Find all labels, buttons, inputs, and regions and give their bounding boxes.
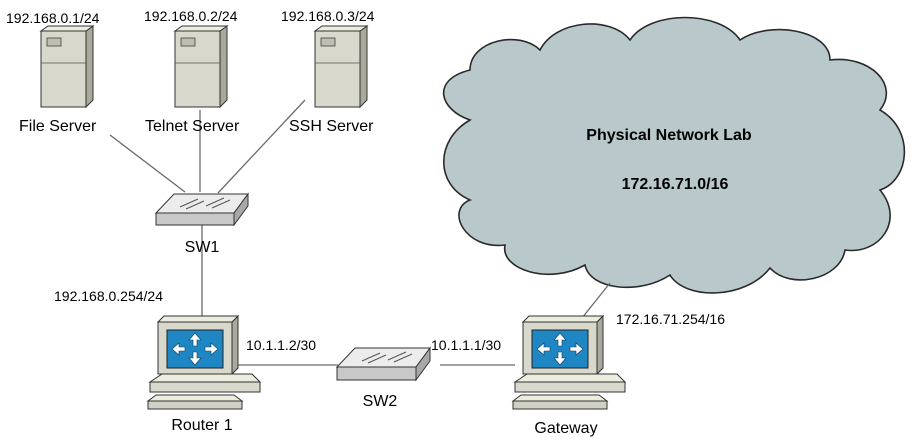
link-gateway-cloud <box>581 282 611 319</box>
physical-lab-cloud: Physical Network Lab 172.16.71.0/16 <box>442 16 906 294</box>
server-tower-icon <box>313 25 369 109</box>
router-arrows-icon <box>536 332 584 366</box>
switch-sw1[interactable]: SW1 <box>154 192 249 256</box>
network-links <box>109 99 611 366</box>
switch-name-label: SW2 <box>363 393 398 410</box>
file-server[interactable]: 192.168.0.1/24 File Server <box>6 10 100 135</box>
server-name-label: SSH Server <box>289 118 374 135</box>
router-arrows-icon <box>171 332 219 366</box>
link-fileserver-sw1 <box>109 134 186 193</box>
telnet-server[interactable]: 192.168.0.2/24 Telnet Server <box>144 8 240 135</box>
server-tower-icon <box>39 25 95 109</box>
router-workstation-icon <box>511 314 627 410</box>
gateway-lab-ip-label: 172.16.71.254/16 <box>616 311 725 327</box>
switch-icon <box>335 346 431 382</box>
router-name-label: Router 1 <box>171 417 232 434</box>
server-ip-label: 192.168.0.2/24 <box>144 8 238 24</box>
router-workstation-icon <box>146 314 262 410</box>
router-1[interactable]: 192.168.0.254/24 10.1.1.2/30 Router 1 <box>54 288 316 434</box>
server-tower-icon <box>173 25 229 109</box>
switch-icon <box>154 192 249 227</box>
link-sshserver-sw1 <box>217 99 306 194</box>
router-wan-ip-label: 10.1.1.2/30 <box>246 337 316 353</box>
gateway-name-label: Gateway <box>534 420 597 437</box>
router-lan-ip-label: 192.168.0.254/24 <box>54 288 163 304</box>
gateway-router[interactable]: 10.1.1.1/30 172.16.71.254/16 Gateway <box>431 311 725 437</box>
cloud-title: Physical Network Lab <box>586 127 752 144</box>
cloud-subnet: 172.16.71.0/16 <box>622 176 729 193</box>
switch-sw2[interactable]: SW2 <box>335 346 431 410</box>
server-ip-label: 192.168.0.3/24 <box>281 8 375 24</box>
switch-name-label: SW1 <box>185 239 220 256</box>
server-ip-label: 192.168.0.1/24 <box>6 10 100 26</box>
gateway-wan-ip-label: 10.1.1.1/30 <box>431 337 501 353</box>
server-name-label: File Server <box>19 118 97 135</box>
ssh-server[interactable]: 192.168.0.3/24 SSH Server <box>281 8 375 135</box>
server-name-label: Telnet Server <box>145 118 240 135</box>
